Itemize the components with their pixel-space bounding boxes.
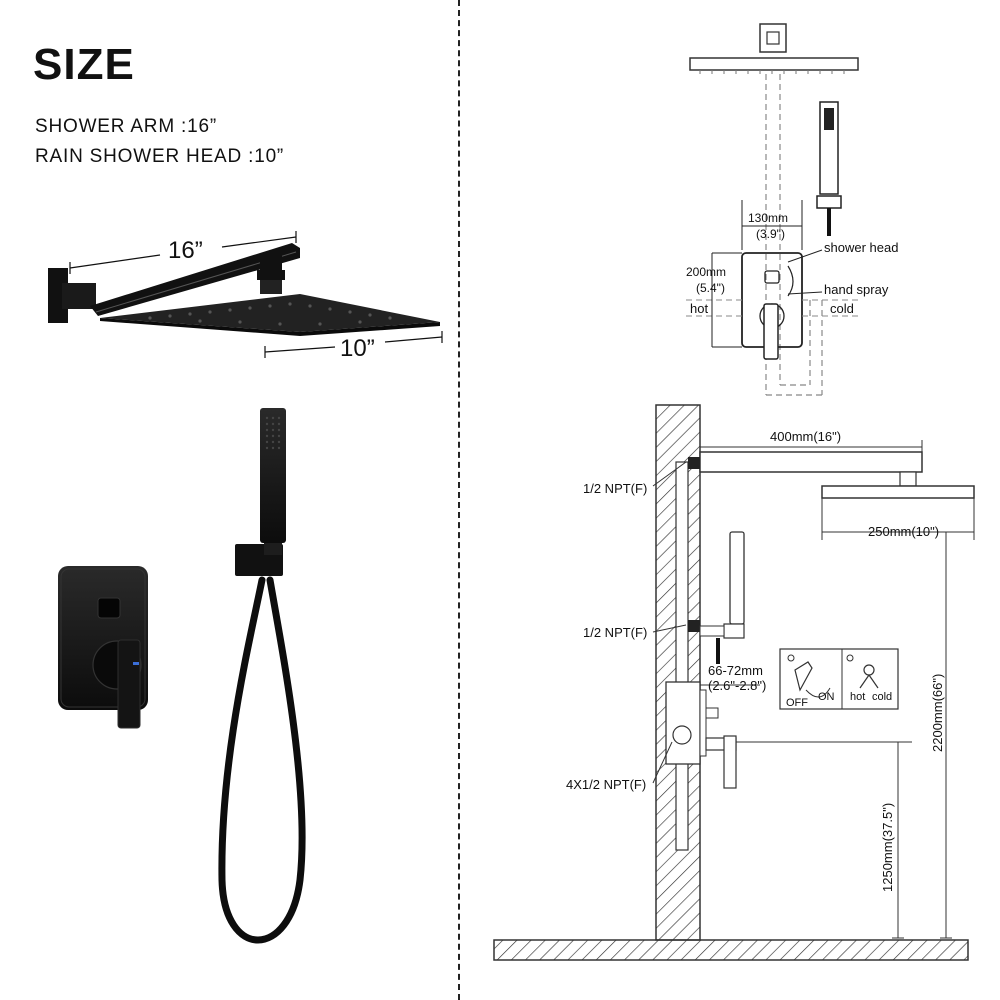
depth-mm-label: 66-72mm <box>708 663 763 678</box>
arm-dimension: 16” <box>69 231 297 274</box>
valve-trim-product <box>58 566 148 729</box>
spec-rain-head: RAIN SHOWER HEAD :10” <box>35 146 285 167</box>
legend-cold: cold <box>872 691 892 703</box>
rain-head-product <box>100 294 440 336</box>
npt-valve-label: 4X1/2 NPT(F) <box>566 777 646 792</box>
hot-label: hot <box>690 301 708 316</box>
hand-spray-callout: hand spray <box>824 282 889 297</box>
spec-shower-arm: SHOWER ARM :16” <box>35 116 217 137</box>
legend-hot: hot <box>850 691 865 703</box>
npt-top-label: 1/2 NPT(F) <box>583 481 647 496</box>
shower-head-callout: shower head <box>824 240 898 255</box>
valve-height-label: 1250mm(37.5") <box>880 803 895 892</box>
valve-width-mm: 130mm <box>748 211 788 225</box>
head-width-label: 250mm(10") <box>868 524 939 539</box>
npt-mid-label: 1/2 NPT(F) <box>583 625 647 640</box>
valve-height-mm: 200mm <box>686 265 726 279</box>
valve-height-in: (5.4") <box>696 281 725 295</box>
total-height-label: 2200mm(66") <box>930 674 945 752</box>
valve-schematic: 130mm (3.9") 200mm (5.4") shower head ha… <box>686 23 898 396</box>
legend-on: ON <box>818 691 835 703</box>
head-dimension: 10” <box>264 331 443 362</box>
install-diagram: 250mm(10") 400mm(16") 1/2 NPT(F) 1/2 NPT… <box>493 404 975 961</box>
cold-label: cold <box>830 301 854 316</box>
legend-off: OFF <box>786 697 808 709</box>
depth-in-label: (2.6"-2.8") <box>708 678 766 693</box>
page-title: SIZE <box>33 40 135 89</box>
shower-arm-product <box>48 243 300 323</box>
arm-dimension-label: 16” <box>168 237 203 264</box>
valve-width-in: (3.9") <box>756 227 785 241</box>
head-dimension-label: 10” <box>340 335 375 362</box>
panel-divider <box>458 0 460 1000</box>
hand-shower-product <box>218 408 306 944</box>
arm-length-label: 400mm(16") <box>770 429 841 444</box>
